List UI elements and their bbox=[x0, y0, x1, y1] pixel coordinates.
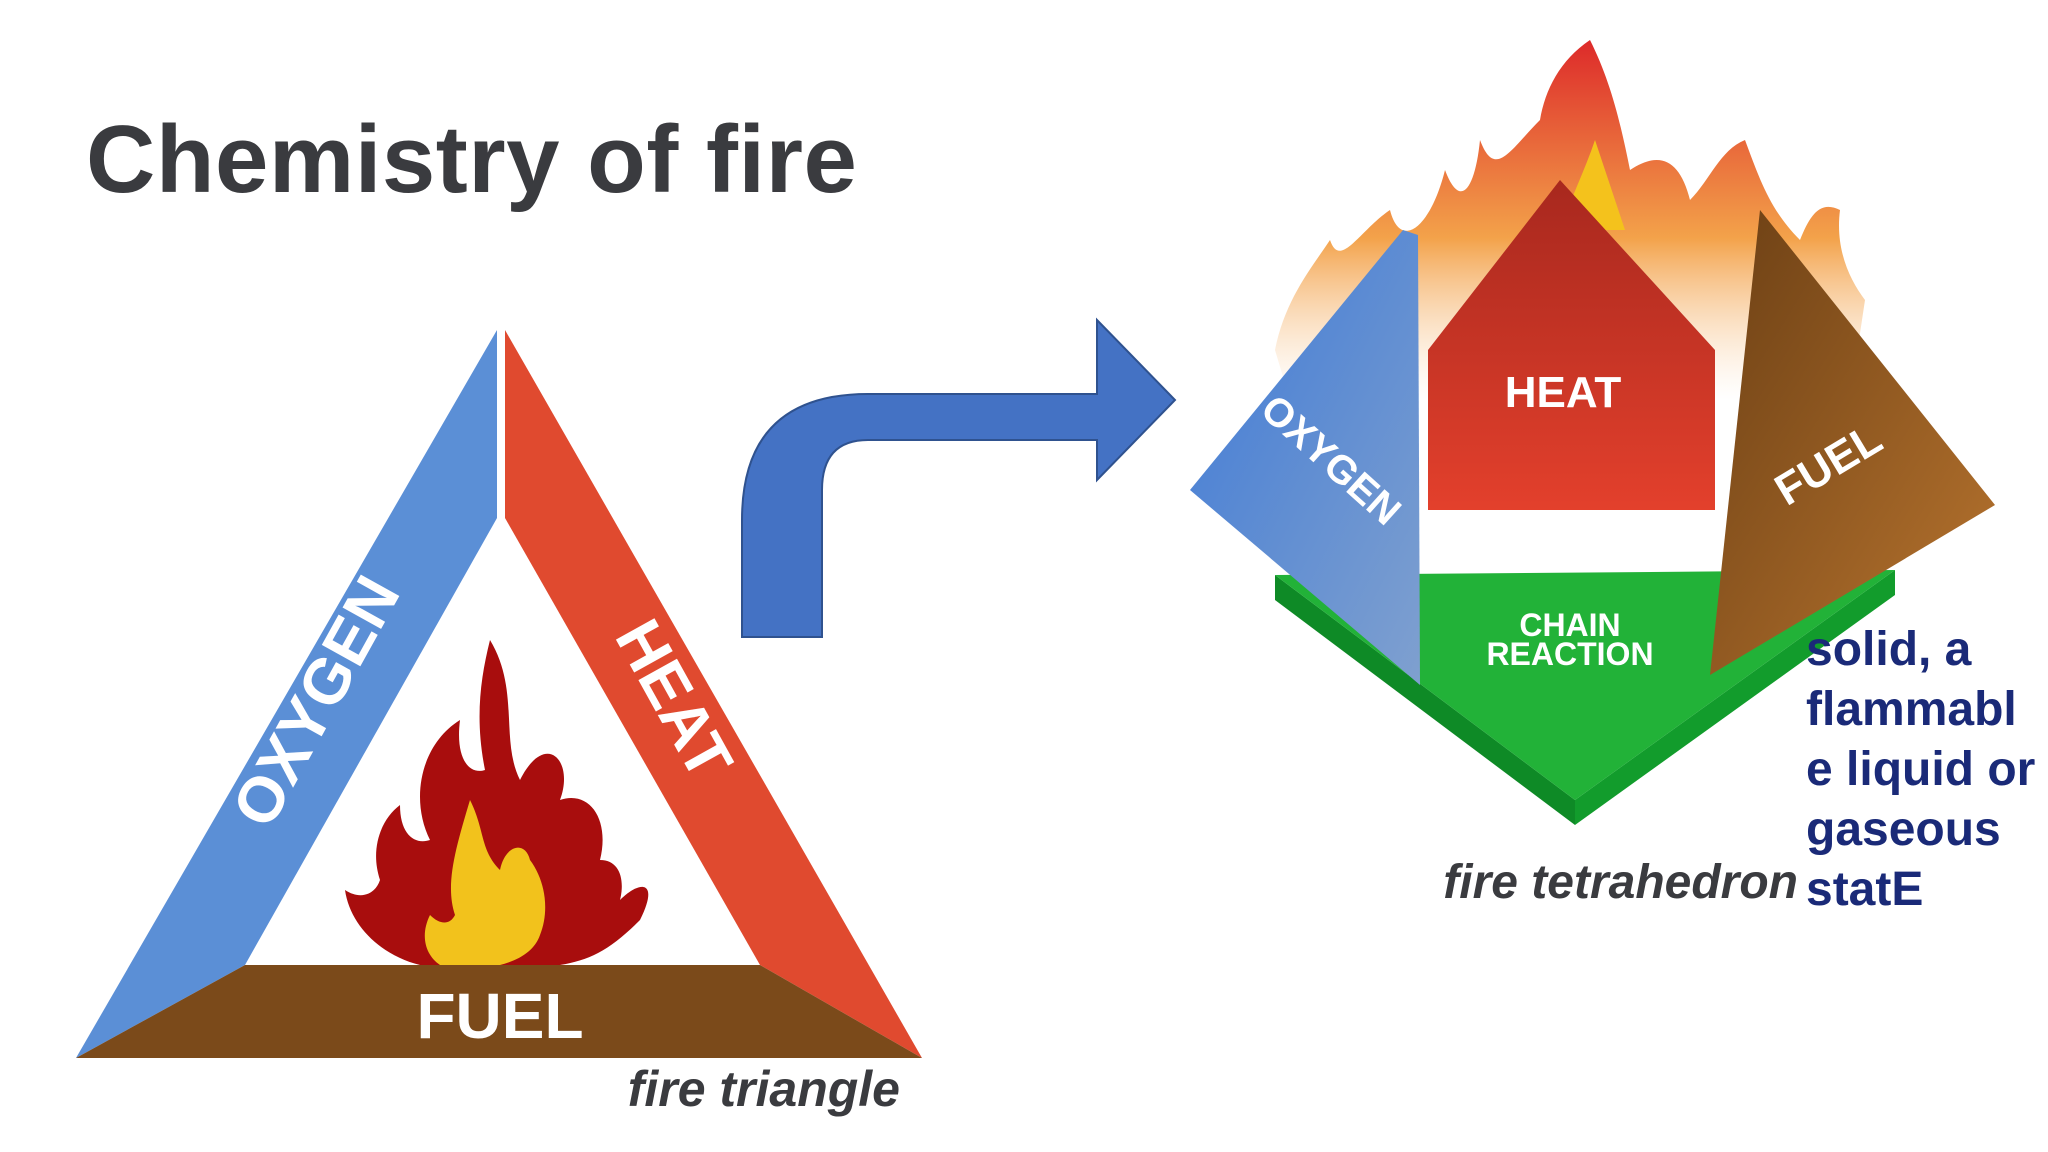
tetra-fuel-face bbox=[1710, 210, 1995, 675]
tetra-chain-base-side bbox=[1275, 575, 1575, 825]
fire-tetrahedron: HEAT OXYGEN FUEL CHAIN REACTION fire tet… bbox=[1190, 40, 1995, 909]
tetra-chain-label-line1: CHAIN bbox=[1519, 607, 1620, 643]
triangle-oxygen-side bbox=[76, 330, 497, 1058]
triangle-caption: fire triangle bbox=[628, 1061, 900, 1117]
triangle-heat-side bbox=[505, 330, 922, 1058]
triangle-fuel-label: FUEL bbox=[416, 980, 583, 1052]
tetra-chain-base-side-right bbox=[1575, 570, 1895, 825]
page-title: Chemistry of fire bbox=[86, 106, 858, 213]
tetra-chain-label-line2: REACTION bbox=[1486, 636, 1653, 672]
fuel-state-note: solid, a flammabl e liquid or gaseous st… bbox=[1806, 623, 2036, 916]
tetra-heat-face bbox=[1428, 180, 1715, 510]
flame-icon bbox=[345, 640, 649, 965]
tetra-white-band bbox=[1428, 510, 1715, 570]
curved-arrow-icon bbox=[741, 317, 1177, 638]
tetra-oxygen-face bbox=[1190, 230, 1420, 685]
tetra-heat-label: HEAT bbox=[1505, 368, 1622, 417]
triangle-fuel-base bbox=[76, 965, 922, 1058]
tetra-caption: fire tetrahedron bbox=[1443, 856, 1798, 909]
